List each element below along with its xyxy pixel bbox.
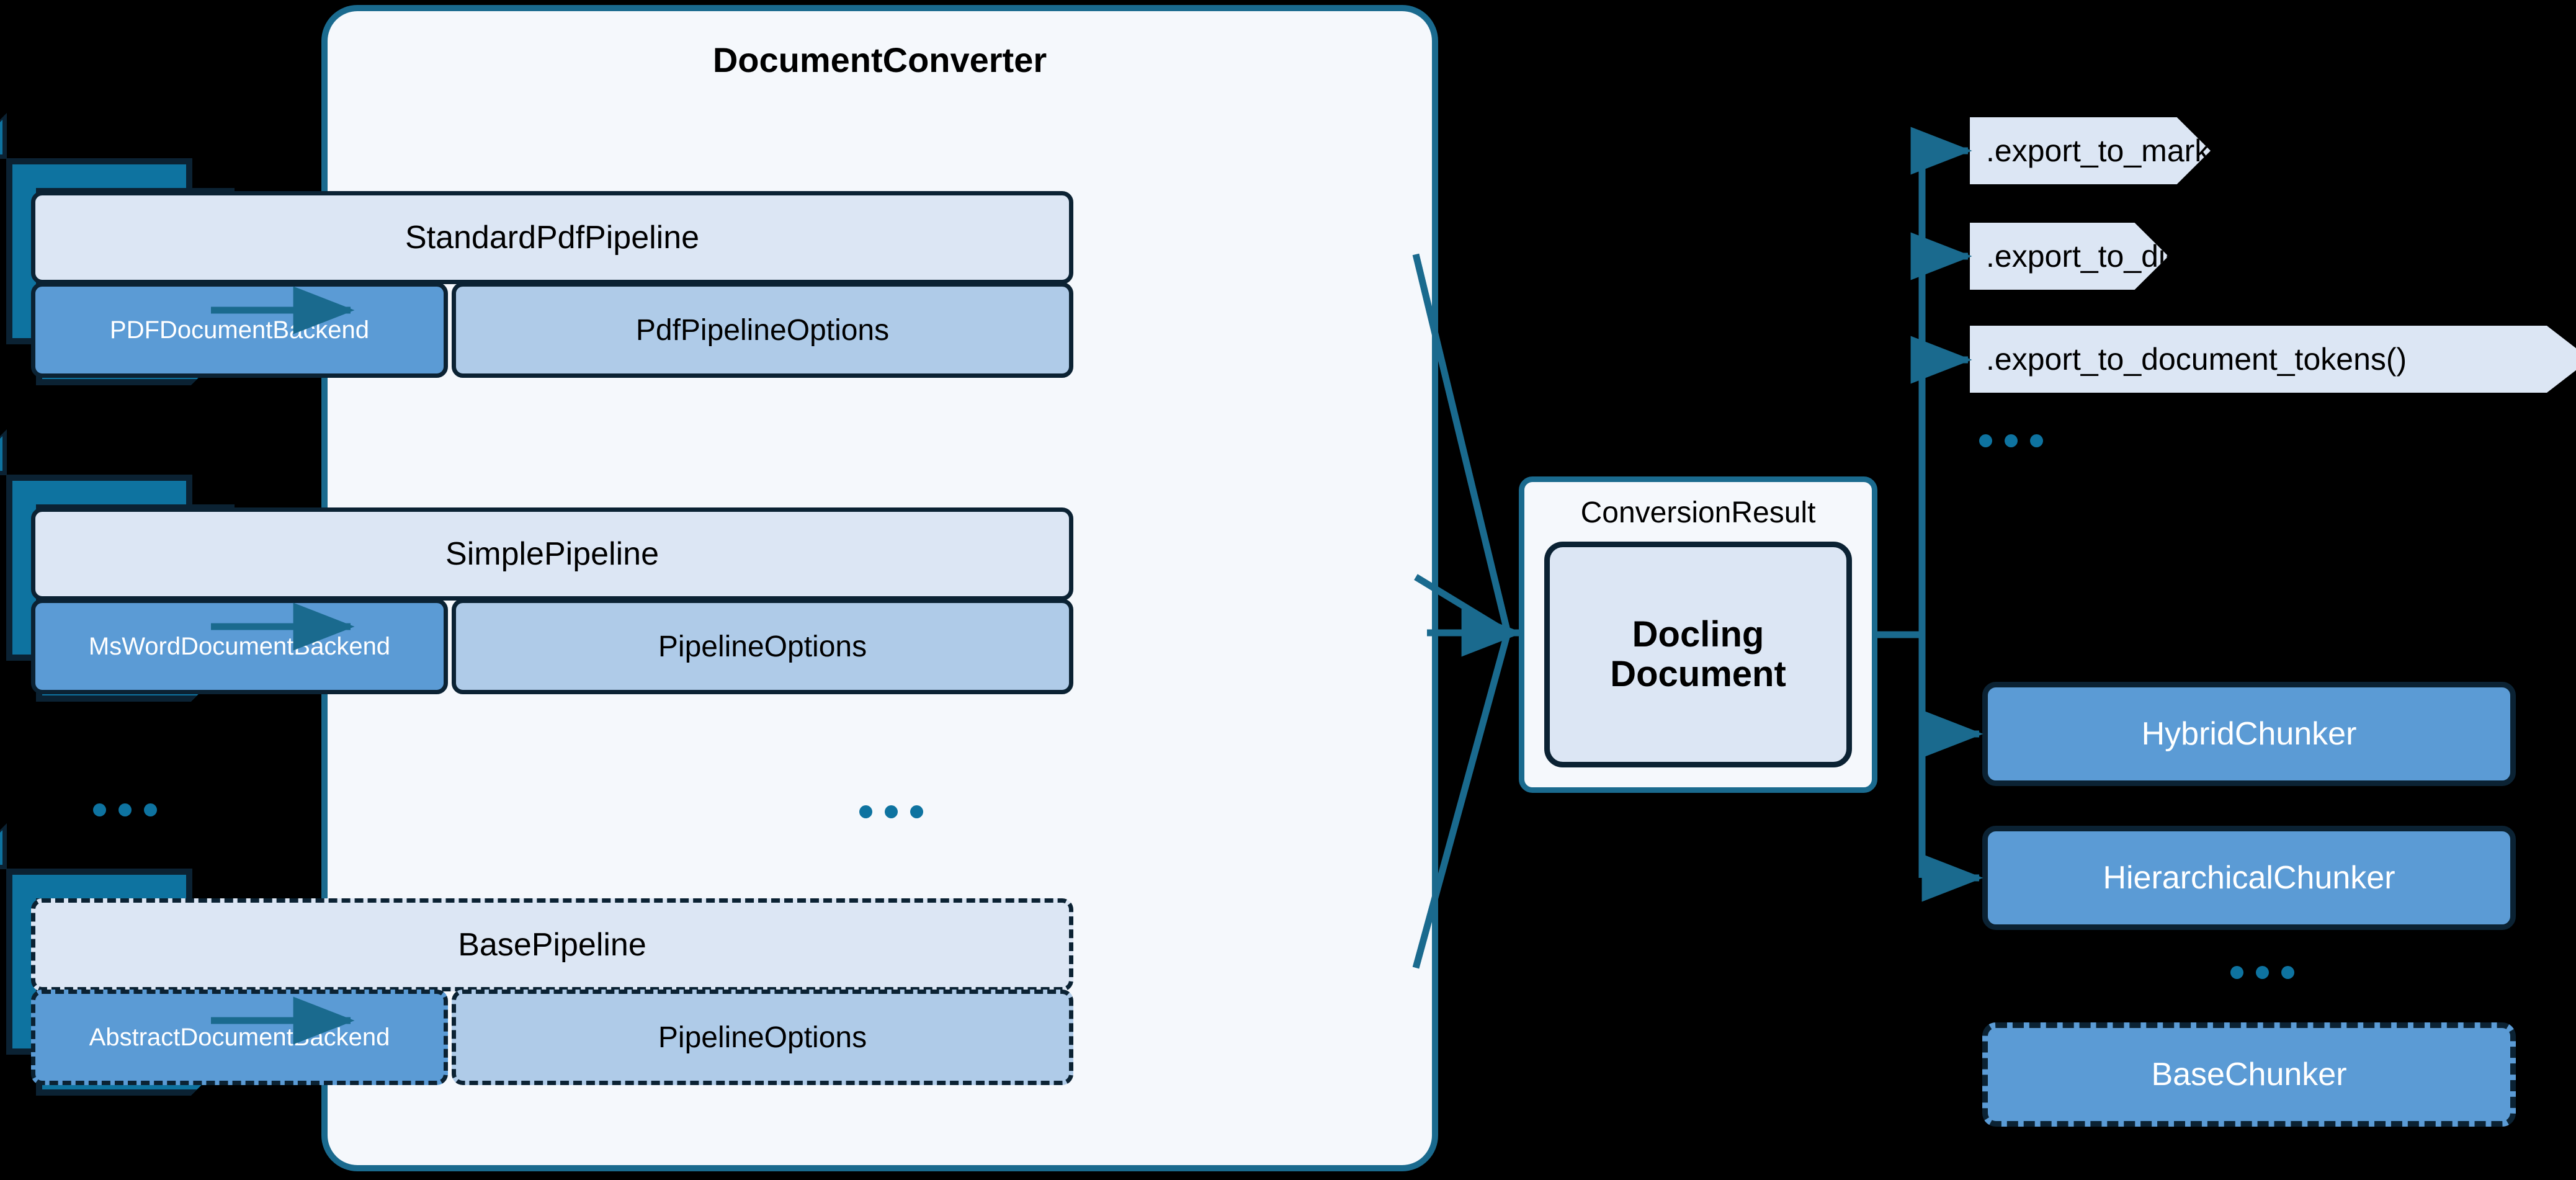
pipeline-standard-pdf[interactable]: StandardPdfPipeline PDFDocumentBackend P… — [31, 191, 1073, 378]
export-label: .export_to_dict() — [1986, 239, 2211, 274]
input-ellipsis — [93, 803, 157, 816]
pipeline-row: PDFDocumentBackend PdfPipelineOptions — [31, 282, 1073, 378]
pipeline-options[interactable]: PipelineOptions — [452, 990, 1073, 1085]
pipeline-row: AbstractDocumentBackend PipelineOptions — [31, 990, 1073, 1085]
conversion-result-title: ConversionResult — [1580, 496, 1816, 529]
docling-document-label: Docling Document — [1610, 614, 1786, 694]
pipeline-options[interactable]: PdfPipelineOptions — [452, 282, 1073, 378]
document-converter-title: DocumentConverter — [712, 40, 1047, 79]
chunker-label: BaseChunker — [2151, 1057, 2347, 1093]
options-label: PipelineOptions — [658, 630, 867, 663]
pipeline-header: StandardPdfPipeline — [31, 191, 1073, 284]
pipeline-simple[interactable]: SimplePipeline MsWordDocumentBackend Pip… — [31, 507, 1073, 694]
conversion-result-container: ConversionResult Docling Document — [1519, 476, 1877, 793]
backend-label: MsWordDocumentBackend — [88, 632, 391, 660]
export-label: .export_to_document_tokens() — [1986, 342, 2407, 377]
pipeline-row: MsWordDocumentBackend PipelineOptions — [31, 599, 1073, 694]
exports-ellipsis — [1979, 434, 2043, 447]
pipeline-header: BasePipeline — [31, 898, 1073, 991]
pipeline-name: StandardPdfPipeline — [405, 220, 700, 256]
docling-document-box[interactable]: Docling Document — [1544, 542, 1852, 767]
page-fold-icon — [0, 823, 7, 869]
export-chevron-dict[interactable]: .export_to_dict() — [1970, 223, 2168, 290]
export-chevron-document-tokens[interactable]: .export_to_document_tokens() — [1970, 326, 2576, 393]
pipeline-header: SimplePipeline — [31, 507, 1073, 601]
pipeline-backend[interactable]: AbstractDocumentBackend — [31, 990, 448, 1085]
options-label: PdfPipelineOptions — [635, 313, 890, 347]
chunker-label: HybridChunker — [2141, 716, 2357, 752]
pipeline-name: BasePipeline — [458, 927, 646, 963]
page-fold-icon — [0, 429, 7, 475]
pipeline-backend[interactable]: MsWordDocumentBackend — [31, 599, 448, 694]
pipeline-options[interactable]: PipelineOptions — [452, 599, 1073, 694]
options-label: PipelineOptions — [658, 1021, 867, 1054]
backend-label: AbstractDocumentBackend — [89, 1023, 390, 1051]
pipeline-name: SimplePipeline — [445, 536, 659, 572]
chunker-hybrid[interactable]: HybridChunker — [1982, 682, 2516, 786]
chunkers-ellipsis — [2230, 966, 2294, 979]
pipeline-backend[interactable]: PDFDocumentBackend — [31, 282, 448, 378]
export-chevron-markdown[interactable]: .export_to_markdown() — [1970, 117, 2211, 184]
page-fold-icon — [0, 113, 7, 159]
export-label: .export_to_markdown() — [1986, 133, 2305, 168]
backend-label: PDFDocumentBackend — [110, 316, 369, 344]
pipeline-base[interactable]: BasePipeline AbstractDocumentBackend Pip… — [31, 898, 1073, 1085]
chunker-label: HierarchicalChunker — [2103, 860, 2395, 896]
chunker-base[interactable]: BaseChunker — [1982, 1022, 2516, 1127]
chunker-hierarchical[interactable]: HierarchicalChunker — [1982, 826, 2516, 930]
pipelines-ellipsis — [859, 805, 923, 818]
